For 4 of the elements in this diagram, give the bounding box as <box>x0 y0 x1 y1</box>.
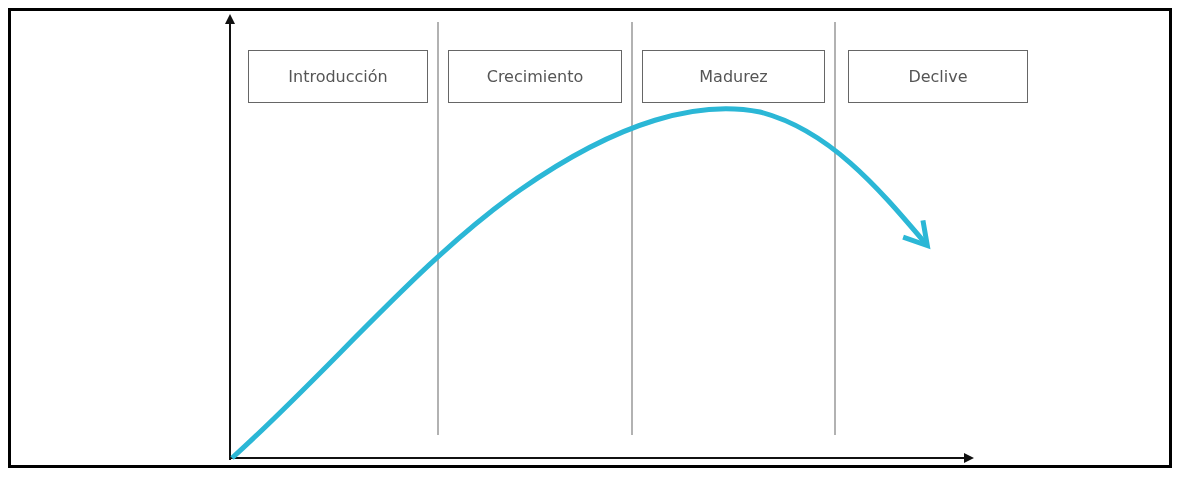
stage-label: Declive <box>848 50 1028 103</box>
stage-label: Crecimiento <box>448 50 622 103</box>
stage-label: Introducción <box>248 50 428 103</box>
stage-label: Madurez <box>642 50 825 103</box>
